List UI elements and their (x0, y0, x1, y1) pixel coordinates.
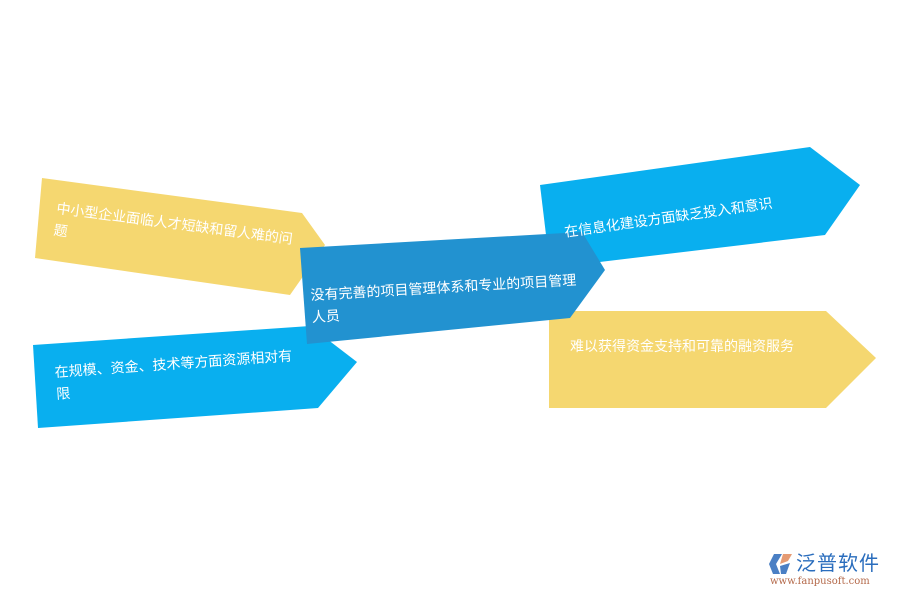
logo-mark-icon (769, 554, 792, 574)
arrow-shape-1 (35, 178, 325, 295)
arrow-shape-3 (540, 147, 860, 268)
arrow-shape-5 (33, 326, 357, 428)
fanpusoft-logo: 泛普软件 www.fanpusoft.com (768, 550, 892, 590)
arrow-label-financing: 难以获得资金支持和可靠的融资服务 (570, 339, 794, 355)
logo-url-text: www.fanpusoft.com (770, 576, 870, 587)
arrow-shape-4 (549, 311, 876, 408)
arrow-shape-2 (300, 232, 605, 344)
logo-brand-text: 泛普软件 (796, 551, 880, 575)
